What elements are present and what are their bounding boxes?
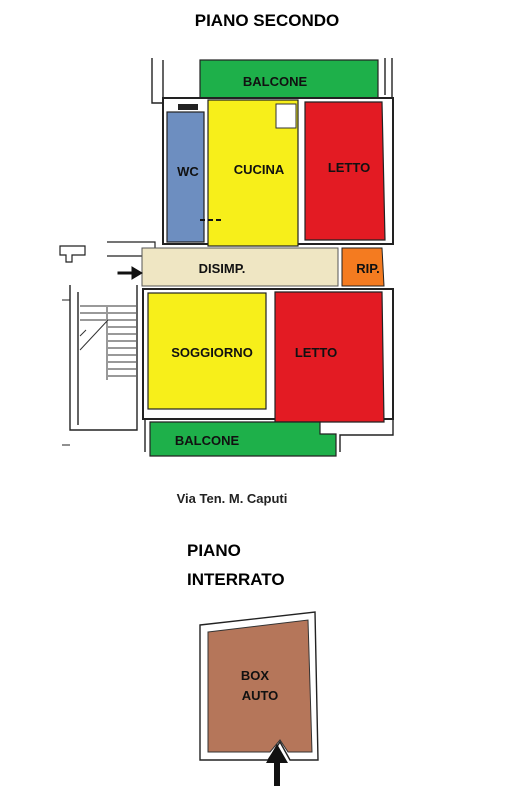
letto-bottom-label: LETTO: [295, 345, 337, 360]
balcony-top-label: BALCONE: [243, 74, 308, 89]
rip-label: RIP.: [356, 261, 380, 276]
building-walls: [59, 58, 394, 452]
balcony-bottom: [149, 421, 337, 457]
box-auto-label-line1: BOX: [241, 668, 270, 683]
room-disimpegno: [141, 247, 339, 287]
garage-entrance-arrow-icon: [266, 744, 288, 786]
street-label: Via Ten. M. Caputi: [177, 491, 288, 506]
letto-top-label: LETTO: [328, 160, 370, 175]
basement-title-line1: PIANO: [187, 541, 241, 560]
wc-label: WC: [177, 164, 199, 179]
balcony-bottom-label: BALCONE: [175, 433, 240, 448]
basement-title-line2: INTERRATO: [187, 570, 285, 589]
cucina-label: CUCINA: [234, 162, 285, 177]
room-letto-top: [304, 101, 386, 241]
room-letto-bottom: [274, 291, 385, 423]
entrance-arrow-icon: [117, 266, 143, 280]
soggiorno-label: SOGGIORNO: [171, 345, 253, 360]
box-auto-label-line2: AUTO: [242, 688, 279, 703]
floor-title: PIANO SECONDO: [195, 11, 340, 30]
box-auto: [207, 619, 313, 753]
room-soggiorno: [147, 292, 267, 410]
room-ripostiglio: [341, 247, 385, 287]
staircase: [79, 305, 136, 380]
balcony-top: [199, 59, 379, 99]
room-wc: [166, 111, 205, 243]
disimp-label: DISIMP.: [199, 261, 246, 276]
